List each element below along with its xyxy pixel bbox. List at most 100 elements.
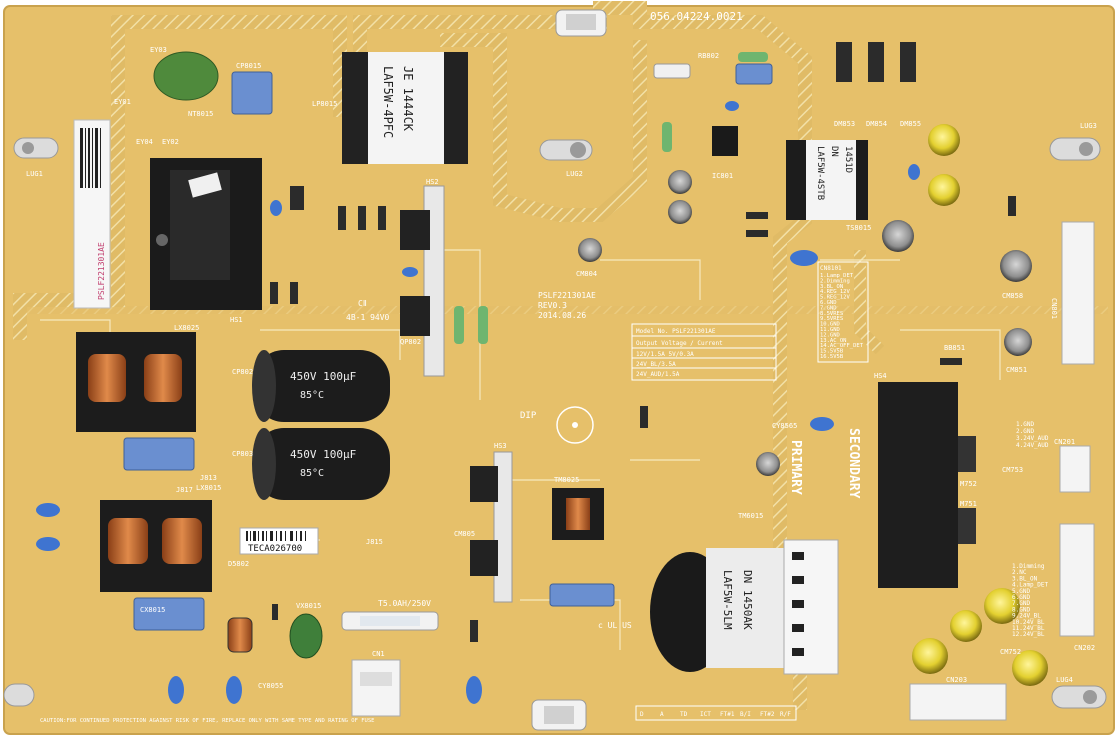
ref-lp8015: LP8015 bbox=[312, 100, 337, 108]
heatsink-hs3 bbox=[493, 451, 513, 603]
cn202-pin: 11.24V_BL bbox=[1012, 625, 1045, 632]
transformer-main: LAF5W-5LM DN 1450AK bbox=[650, 539, 839, 675]
cn202-pin: 3.BL_ON bbox=[1012, 575, 1038, 582]
y-caps-blue bbox=[36, 101, 920, 704]
x-capacitor-center bbox=[549, 583, 615, 607]
ref-j817: J817 bbox=[176, 486, 193, 494]
ref-cp8015: CP8015 bbox=[236, 62, 261, 70]
inductor-small bbox=[227, 617, 253, 653]
lug-left-bottom bbox=[3, 683, 35, 707]
bottom-table-header: FT#2 bbox=[760, 711, 775, 718]
ref-cm805: CM805 bbox=[454, 530, 475, 538]
cn8101-pin: 7.GND bbox=[820, 305, 837, 311]
bottom-table-header: B/I bbox=[740, 711, 751, 718]
bottom-table-header: A bbox=[660, 711, 664, 718]
cn8101-pin: 6.GND bbox=[820, 300, 837, 306]
electrolytic-cap-cp803: 450V 100μF 85°C bbox=[252, 428, 390, 500]
lug-4 bbox=[1051, 685, 1107, 709]
output-row: 24V_AUD/1.5A bbox=[636, 371, 680, 378]
cn8101-pin: 8.5VRES bbox=[820, 311, 843, 317]
lug-2 bbox=[539, 139, 593, 161]
dip-marker: DIP bbox=[520, 406, 594, 444]
cn202-pin: 5.GND bbox=[1012, 588, 1030, 595]
cn8101-pin: 4.REG_12V bbox=[820, 289, 850, 295]
bottom-table-header: R/F bbox=[780, 711, 791, 718]
ref-cm858: CM858 bbox=[1002, 292, 1023, 300]
transformer-tm8025 bbox=[552, 488, 604, 540]
cn8101-pin: 1.Lamp_DET bbox=[820, 273, 854, 279]
cp803-rating: 450V 100μF bbox=[290, 448, 356, 461]
ref-bb851: BB851 bbox=[944, 344, 965, 352]
transformer-stb: LAF5W-4STB DN 1451D bbox=[786, 140, 868, 220]
part-number: 056.04224.0021 bbox=[650, 10, 743, 23]
board-model: PSLF221301AE bbox=[538, 291, 596, 300]
main-label-2: DN 1450AK bbox=[741, 570, 754, 630]
lug-3 bbox=[1049, 137, 1101, 161]
x-capacitor-cx8015 bbox=[133, 597, 205, 631]
ref-vx8015: VX8015 bbox=[296, 602, 321, 610]
stb-label-2: DN bbox=[829, 146, 839, 157]
bottom-table-header: ICT bbox=[700, 711, 711, 718]
ref-ey03: EY03 bbox=[150, 46, 167, 54]
fuse-warning: CAUTION:FOR CONTINUED PROTECTION AGAINST… bbox=[40, 718, 374, 724]
cn202-pin-list: 1.Dimming2.NC3.BL_ON4.Lamp_DET5.GND6.GND… bbox=[1012, 563, 1049, 638]
cp802-rating: 450V 100μF bbox=[290, 370, 356, 383]
fuse-fb8015 bbox=[653, 63, 691, 79]
mosfet-3 bbox=[470, 466, 498, 502]
stb-label-1: LAF5W-4STB bbox=[815, 146, 825, 200]
board-substrate: 4B-1 94V0 bbox=[346, 313, 390, 322]
x-capacitor-top bbox=[735, 63, 773, 85]
hatch-stripe bbox=[18, 306, 1108, 314]
cn8101-pin: 10.GND bbox=[820, 322, 840, 328]
cn8101-pin: 2.Dimming bbox=[820, 278, 850, 284]
x-capacitor-upper bbox=[123, 437, 195, 471]
fuse-rating: T5.0AH/250V bbox=[378, 599, 431, 608]
ref-nt8015: NT8015 bbox=[188, 110, 213, 118]
cn8101-pin-table: CN8101 1.Lamp_DET2.Dimming3.BL_ON4.REG_1… bbox=[817, 261, 869, 363]
cn8101-pin: 9.5VRES bbox=[820, 316, 843, 322]
ref-cp802: CP802 bbox=[232, 368, 253, 376]
cn202-pin: 10.24V_BL bbox=[1012, 619, 1045, 626]
small-diodes bbox=[270, 186, 1016, 642]
connector-cn201 bbox=[1059, 445, 1091, 493]
ref-hs4: HS4 bbox=[874, 372, 887, 380]
cn8101-pin: 3.BL_ON bbox=[820, 284, 843, 290]
cp803-temp: 85°C bbox=[300, 468, 324, 479]
ref-cn201: CN201 bbox=[1054, 438, 1075, 446]
ul-mark: c UL US bbox=[598, 621, 632, 630]
ref-cm753: CM753 bbox=[1002, 466, 1023, 474]
ref-cn202: CN202 bbox=[1074, 644, 1095, 652]
small-caps bbox=[578, 170, 1032, 476]
lug-1 bbox=[13, 137, 59, 159]
ref-lug2: LUG2 bbox=[566, 170, 583, 178]
connector-cn1 bbox=[351, 659, 401, 717]
class2-mark: CⅡ bbox=[358, 299, 367, 308]
ref-cn1: CN1 bbox=[372, 650, 385, 658]
cn8101-pin: 13.AC_ON bbox=[820, 338, 847, 344]
pfc-label-1: LAF5W-4PFC bbox=[381, 66, 395, 138]
cn201-pin: 4.24V_AUD bbox=[1016, 442, 1049, 449]
cn8101-pin: 12.GND bbox=[820, 332, 840, 338]
ref-cm804: CM804 bbox=[576, 270, 597, 278]
silk-lines bbox=[40, 249, 1001, 650]
bottom-table-header: D bbox=[640, 711, 644, 718]
cn201-pin: 3.24V_AUD bbox=[1016, 435, 1049, 442]
heatsink-hs4 bbox=[878, 382, 976, 588]
ref-cp803: CP803 bbox=[232, 450, 253, 458]
output-row: Output Voltage / Current bbox=[636, 340, 723, 347]
ref-m752: M752 bbox=[960, 480, 977, 488]
ref-ey01: EY01 bbox=[114, 98, 131, 106]
barcode-sticker: PSLF221301AE bbox=[73, 119, 111, 309]
cn202-pin: 1.Dimming bbox=[1012, 563, 1045, 570]
ref-dm855: DM855 bbox=[900, 120, 921, 128]
barcode-text: PSLF221301AE bbox=[97, 242, 106, 300]
bottom-table-header: TD bbox=[680, 711, 688, 718]
resistors bbox=[454, 52, 768, 344]
heatsink-hs1 bbox=[150, 158, 262, 310]
cn202-pin: 6.GND bbox=[1012, 594, 1030, 601]
primary-label: PRIMARY bbox=[788, 440, 803, 495]
lug-bottom-center bbox=[531, 699, 587, 731]
